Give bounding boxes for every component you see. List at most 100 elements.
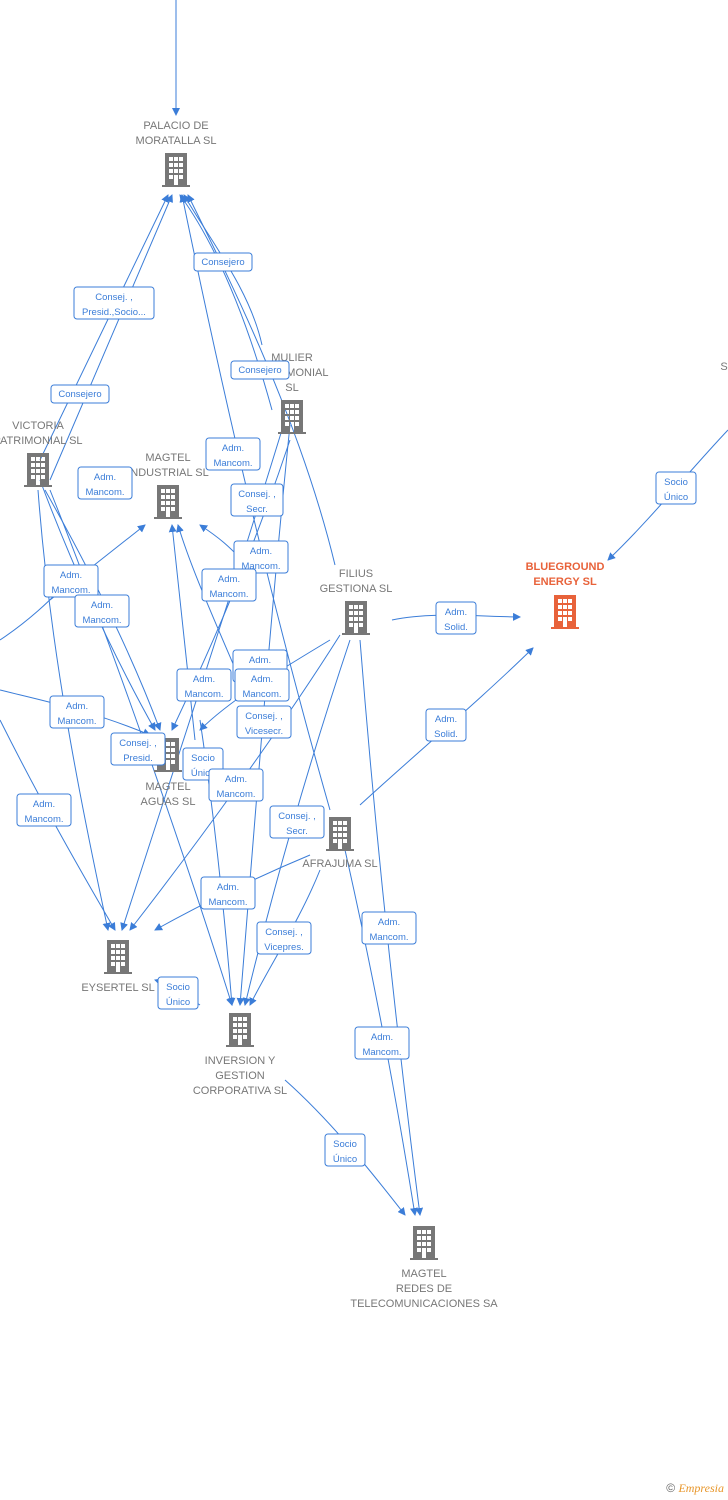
badge-box <box>324 1133 366 1167</box>
relation-badge[interactable]: Consej. ,Secr. <box>230 483 284 517</box>
node-label: PALACIO DE <box>143 120 208 132</box>
badge-label: Mancom. <box>216 789 255 800</box>
badge-box <box>73 286 155 320</box>
badge-box <box>49 695 105 729</box>
building-icon <box>410 1226 438 1260</box>
badge-label: Consejero <box>201 257 244 268</box>
node-label: AGUAS SL <box>140 796 195 808</box>
copyright-symbol: © <box>666 1481 676 1495</box>
badge-box <box>74 594 130 628</box>
badge-label: Mancom. <box>24 814 63 825</box>
badge-label: Consejero <box>58 389 101 400</box>
relation-badge[interactable]: Adm.Mancom. <box>49 695 105 729</box>
relation-badge[interactable]: Consej. ,Secr. <box>269 805 325 839</box>
badge-label: Adm. <box>218 574 240 585</box>
relation-badge[interactable]: Adm. Solid. <box>435 601 477 635</box>
relation-badge[interactable]: Adm.Mancom. <box>77 466 133 500</box>
node-label: FILIUS <box>339 568 373 580</box>
edge-line <box>168 524 196 741</box>
badge-box <box>193 252 253 272</box>
relation-badge[interactable]: Adm.Mancom. <box>43 564 99 598</box>
building-icon <box>104 940 132 974</box>
relation-badge[interactable]: Adm. Mancom. <box>208 768 264 802</box>
brand-logo[interactable]: Empresia <box>678 1481 724 1495</box>
node-label: MORATALLA SL <box>136 135 217 147</box>
node-label: GESTIONA SL <box>320 583 393 595</box>
badge-label: Consej. , <box>95 292 133 303</box>
badge-label: Mancom. <box>242 689 281 700</box>
badge-label: Único <box>191 768 215 779</box>
relation-badge[interactable]: Consejero <box>230 360 290 380</box>
badge-label: Adm. <box>60 570 82 581</box>
badge-label: Socio <box>166 982 190 993</box>
badge-label: Adm. <box>225 774 247 785</box>
relation-badge[interactable]: Adm.Mancom. <box>16 793 72 827</box>
company-node-eysertel[interactable]: EYSERTEL SL <box>81 940 155 994</box>
relation-badge[interactable]: Consej. ,Vicesecr. <box>236 705 292 739</box>
badge-label: Socio <box>664 477 688 488</box>
badge-label: Mancom. <box>57 716 96 727</box>
badge-box <box>236 705 292 739</box>
badge-label: Mancom. <box>241 561 280 572</box>
company-node-filius[interactable]: FILIUS GESTIONA SL <box>320 568 393 635</box>
node-label: REDES DE <box>396 1283 452 1295</box>
relation-badge[interactable]: Consejero <box>50 384 110 404</box>
badge-box <box>77 466 133 500</box>
node-label: MAGTEL <box>145 781 190 793</box>
badge-label: Consej. , <box>245 711 283 722</box>
relation-badge[interactable]: Consej. ,Presid. <box>110 732 166 766</box>
badge-label: Adm. <box>445 607 467 618</box>
company-node-palacio[interactable]: PALACIO DE MORATALLA SL <box>136 120 217 187</box>
badge-label: Socio <box>191 753 215 764</box>
badge-label: Presid. <box>123 753 153 764</box>
relation-badge[interactable]: Adm.Mancom. <box>176 668 232 702</box>
company-node-maguas[interactable]: MAGTEL AGUAS SL <box>140 738 196 808</box>
badge-box <box>43 564 99 598</box>
relation-badge[interactable]: Adm.Mancom. <box>361 911 417 945</box>
relation-badge[interactable]: Adm.Mancom. <box>205 437 261 471</box>
edge-line <box>187 194 336 566</box>
relation-badge[interactable]: Consej. ,Vicepres. <box>256 921 312 955</box>
building-icon <box>326 817 354 851</box>
badge-label: Mancom. <box>362 1047 401 1058</box>
footer-brand: © Empresia <box>666 1481 724 1496</box>
badge-box <box>205 437 261 471</box>
relation-badge[interactable]: Adm.Mancom. <box>201 568 257 602</box>
company-node-edge_s[interactable]: S <box>720 361 727 373</box>
relation-badge[interactable]: Adm.Mancom. <box>74 594 130 628</box>
relation-badge[interactable]: Adm.Mancom. <box>354 1026 410 1060</box>
relation-badge[interactable]: Consej. ,Presid.,Socio... <box>73 286 155 320</box>
badge-label: Adm. <box>91 600 113 611</box>
relation-badge[interactable]: Adm.Mancom. <box>234 668 290 702</box>
badge-box <box>201 568 257 602</box>
building-icon <box>24 453 52 487</box>
company-node-afrajuma[interactable]: AFRAJUMA SL <box>302 817 378 870</box>
badge-box <box>425 708 467 742</box>
badge-box <box>269 805 325 839</box>
relation-badge[interactable]: Adm.Mancom. <box>233 540 289 574</box>
badge-label: Mancom. <box>184 689 223 700</box>
node-label: MAGTEL <box>401 1268 446 1280</box>
building-icon <box>162 153 190 187</box>
node-label: BLUEGROUND <box>526 561 605 573</box>
badge-label: Solid. <box>444 622 468 633</box>
badge-label: Consej. , <box>278 811 316 822</box>
badge-box <box>110 732 166 766</box>
relation-badge[interactable]: Consejero <box>193 252 253 272</box>
relation-badge[interactable]: Adm.Mancom. <box>200 876 256 910</box>
badge-label: Adm. <box>217 882 239 893</box>
badge-box <box>256 921 312 955</box>
badge-box <box>50 384 110 404</box>
badge-label: Consej. , <box>238 489 276 500</box>
relation-badge[interactable]: Adm.Solid. <box>425 708 467 742</box>
